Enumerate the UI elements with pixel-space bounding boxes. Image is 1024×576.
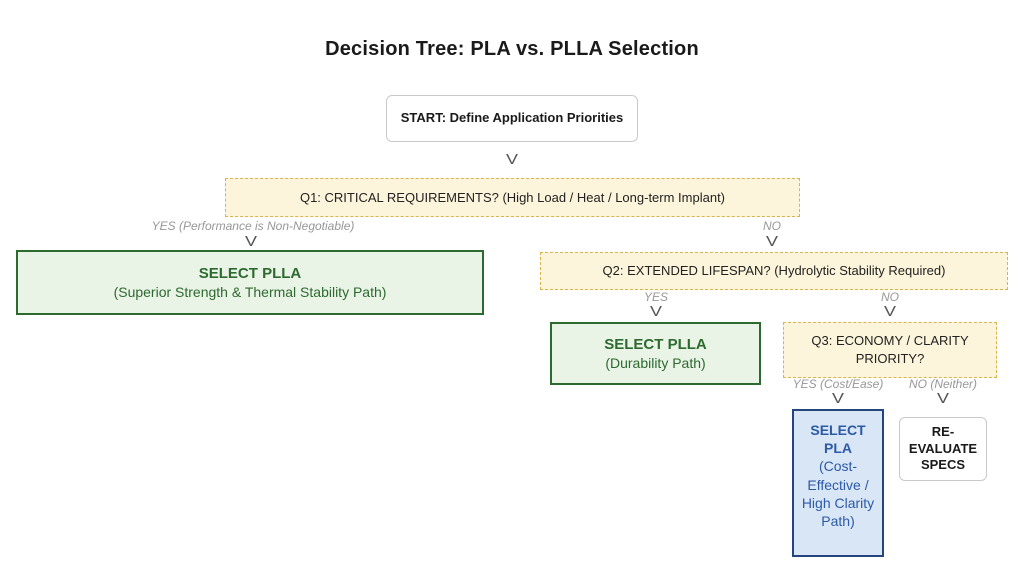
select-plla-durability-node: SELECT PLLA (Durability Path) <box>550 322 761 385</box>
arrow-down-icon: V <box>883 303 896 320</box>
q3-yes-branch-label: YES (Cost/Ease) <box>792 377 884 391</box>
arrow-down-icon: V <box>505 151 518 168</box>
q3-node: Q3: ECONOMY / CLARITY PRIORITY? <box>783 322 997 378</box>
q1-node: Q1: CRITICAL REQUIREMENTS? (High Load / … <box>225 178 800 217</box>
q1-no-branch-label: NO <box>763 219 781 233</box>
reevaluate-specs-label: RE-EVALUATE SPECS <box>908 423 978 473</box>
q1-node-label: Q1: CRITICAL REQUIREMENTS? (High Load / … <box>299 189 726 205</box>
arrow-down-icon: V <box>649 303 662 320</box>
select-pla-subtitle: (Cost-Effective / High Clarity Path) <box>801 458 875 529</box>
select-pla-title: SELECT PLA <box>810 422 866 457</box>
q2-no-branch-label: NO <box>881 290 899 304</box>
q2-node: Q2: EXTENDED LIFESPAN? (Hydrolytic Stabi… <box>540 252 1008 290</box>
select-plla-strength-node: SELECT PLLA (Superior Strength & Thermal… <box>16 250 484 315</box>
arrow-down-icon: V <box>831 390 844 407</box>
select-plla-strength-title: SELECT PLLA <box>198 264 302 282</box>
start-node: START: Define Application Priorities <box>386 95 638 142</box>
arrow-down-icon: V <box>765 233 778 250</box>
q2-yes-branch-label: YES <box>643 290 668 304</box>
select-pla-node: SELECT PLA (Cost-Effective / High Clarit… <box>792 409 884 557</box>
q3-node-label: Q3: ECONOMY / CLARITY PRIORITY? <box>811 333 969 366</box>
select-plla-strength-subtitle: (Superior Strength & Thermal Stability P… <box>113 284 387 301</box>
reevaluate-specs-node: RE-EVALUATE SPECS <box>899 417 987 481</box>
q1-yes-branch-label: YES (Performance is Non-Negotiable) <box>151 219 355 233</box>
select-plla-durability-subtitle: (Durability Path) <box>605 355 706 372</box>
start-node-label: START: Define Application Priorities <box>400 110 624 126</box>
q3-no-branch-label: NO (Neither) <box>908 377 977 391</box>
select-plla-durability-title: SELECT PLLA <box>604 335 707 353</box>
q2-node-label: Q2: EXTENDED LIFESPAN? (Hydrolytic Stabi… <box>602 263 946 279</box>
arrow-down-icon: V <box>936 390 949 407</box>
page-title: Decision Tree: PLA vs. PLLA Selection <box>325 38 699 60</box>
arrow-down-icon: V <box>244 233 257 250</box>
